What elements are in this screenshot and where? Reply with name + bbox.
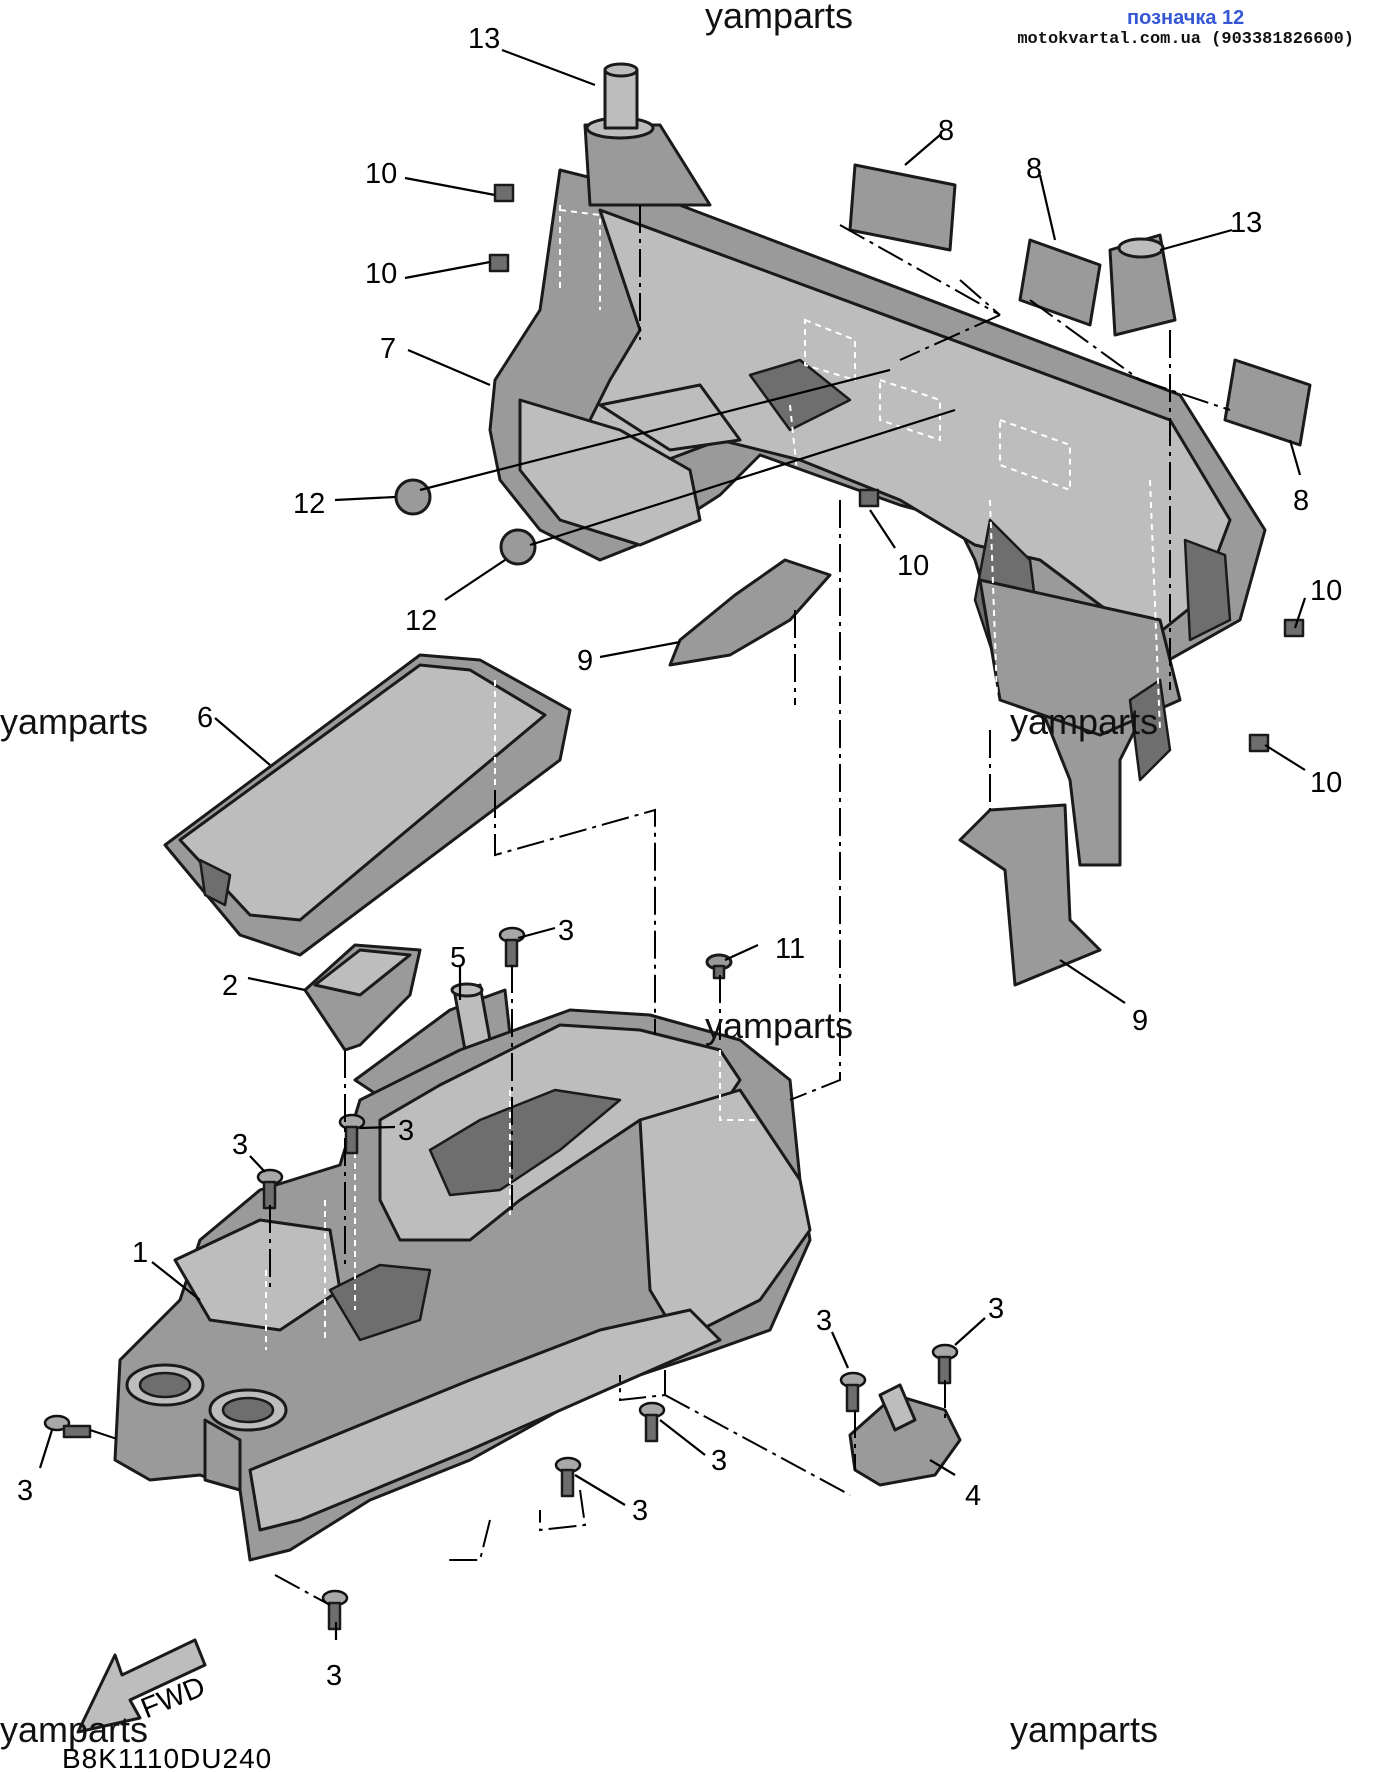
part-8-pad-c (1223, 358, 1312, 447)
stamp-title: позначка 12 (1127, 7, 1245, 29)
callout-10-a: 10 (365, 158, 397, 190)
watermark-top: yamparts (705, 0, 853, 36)
part-8-pad-b (1018, 238, 1102, 327)
leader-lines (38, 48, 1307, 1640)
diagram-code: B8K1110DU240 (62, 1743, 272, 1772)
bolt-7 (321, 1589, 349, 1631)
callout-3-a: 3 (558, 915, 574, 947)
callout-7: 7 (380, 333, 396, 365)
callout-9-a: 9 (577, 645, 593, 677)
bolt-6 (554, 1456, 582, 1498)
part-8-pad-a (848, 163, 957, 252)
bolt-1 (498, 926, 526, 968)
bolt-3 (256, 1168, 284, 1210)
part-1-center-console (113, 1008, 812, 1562)
callout-11: 11 (775, 933, 805, 965)
bolt-8 (839, 1371, 867, 1413)
part-6-console-lid (163, 653, 572, 957)
watermark-center: yamparts (705, 1005, 853, 1046)
part-10-clips (488, 183, 1305, 753)
callout-3-i: 3 (988, 1293, 1004, 1325)
watermark-left: yamparts (0, 701, 148, 742)
callout-8-b: 8 (1026, 153, 1042, 185)
watermark-bottom-right: yamparts (1010, 1709, 1158, 1750)
callout-10-d: 10 (1310, 575, 1342, 607)
part-11-clip (705, 953, 733, 980)
bolt-9 (931, 1343, 959, 1385)
dealer-stamp: позначка 12 motokvartal.com.ua (90338182… (1017, 6, 1354, 50)
watermarks: yamparts yamparts yamparts yamparts yamp… (0, 0, 1158, 1750)
callout-3-f: 3 (632, 1495, 648, 1527)
callout-9-b: 9 (1132, 1005, 1148, 1037)
callout-5: 5 (450, 942, 466, 974)
callout-8-a: 8 (938, 115, 954, 147)
callout-3-c: 3 (232, 1129, 248, 1161)
part-9-guard-lower (958, 803, 1102, 987)
callout-12-a: 12 (293, 488, 325, 520)
part-3-bolts (43, 926, 959, 1631)
callout-labels: 13 10 10 7 8 8 13 8 12 12 10 10 10 9 9 6… (17, 23, 1342, 1692)
assembly-lines (89, 205, 1231, 1606)
callout-2: 2 (222, 970, 238, 1002)
callout-13-right: 13 (1230, 207, 1262, 239)
callout-3-h: 3 (816, 1305, 832, 1337)
callout-12-b: 12 (405, 605, 437, 637)
part-4-bracket (848, 1383, 962, 1487)
callout-3-e: 3 (711, 1445, 727, 1477)
part-2-cover (303, 943, 422, 1052)
part-9-guard-upper (668, 558, 832, 667)
watermark-center-right: yamparts (1010, 701, 1158, 742)
callout-10-b: 10 (365, 258, 397, 290)
bolt-4 (43, 1414, 92, 1439)
callout-1: 1 (132, 1237, 148, 1269)
part-13-grommet-right (1108, 233, 1177, 337)
callout-10-e: 10 (1310, 767, 1342, 799)
callout-4: 4 (965, 1480, 981, 1512)
callout-3-g: 3 (326, 1660, 342, 1692)
callout-13-top: 13 (468, 23, 500, 55)
callout-6: 6 (197, 702, 213, 734)
watermark-bottom-left: yamparts (0, 1709, 148, 1750)
callout-3-d: 3 (17, 1475, 33, 1507)
part-13-grommet-top (583, 62, 712, 207)
callout-10-c: 10 (897, 550, 929, 582)
callout-8-c: 8 (1293, 485, 1309, 517)
callout-3-b: 3 (398, 1115, 414, 1147)
bolt-5 (638, 1401, 666, 1443)
stamp-site: motokvartal.com.ua (903381826600) (1017, 30, 1354, 49)
